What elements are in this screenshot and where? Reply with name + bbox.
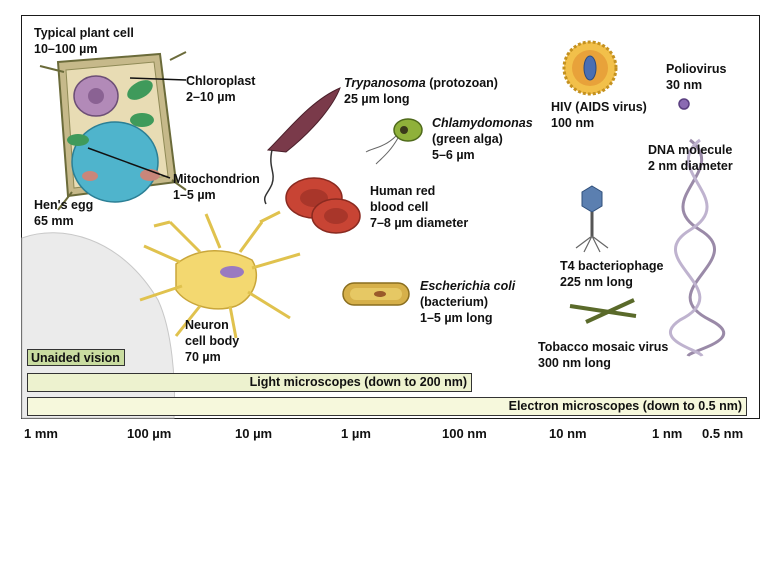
unaided-vision-bar: Unaided vision xyxy=(27,349,125,366)
dna-size: 2 nm diameter xyxy=(648,159,733,173)
trypanosoma-type: (protozoan) xyxy=(425,76,498,90)
rbc-line1: Human red xyxy=(370,184,436,198)
scale-label: 1 µm xyxy=(341,426,371,441)
hiv-size: 100 nm xyxy=(551,116,595,130)
scale-label: 0.5 nm xyxy=(702,426,744,441)
chloroplast-title: Chloroplast xyxy=(186,74,256,88)
mitochondrion-size: 1–5 µm xyxy=(173,188,216,202)
ecoli-type: (bacterium) xyxy=(420,295,489,309)
scale-label: 10 µm xyxy=(235,426,273,441)
t4-size: 225 nm long xyxy=(560,275,633,289)
trypanosoma-illustration xyxy=(263,87,341,205)
ecoli-size: 1–5 µm long xyxy=(420,311,493,325)
hiv-illustration xyxy=(562,40,618,96)
hens-egg-size: 65 mm xyxy=(34,214,74,228)
plant-cell-size: 10–100 µm xyxy=(34,42,98,56)
scale-label: 1 nm xyxy=(652,426,683,441)
dna-title: DNA molecule xyxy=(648,143,733,157)
poliovirus-illustration xyxy=(678,98,690,110)
neuron-size: 70 µm xyxy=(185,350,221,364)
trypanosoma-size: 25 µm long xyxy=(344,92,410,106)
scale-label: 100 µm xyxy=(127,426,172,441)
neuron-illustration xyxy=(139,210,301,339)
chlamydomonas-name: Chlamydomonas xyxy=(432,116,533,130)
plant-cell-illustration xyxy=(39,51,187,211)
t4-title: T4 bacteriophage xyxy=(560,259,664,273)
plant-cell-title: Typical plant cell xyxy=(34,26,134,40)
rbc-line2: blood cell xyxy=(370,200,429,214)
tmv-illustration xyxy=(569,298,637,324)
dna-illustration xyxy=(669,138,726,358)
red-blood-cells-illustration xyxy=(285,177,361,234)
light-microscopes-label: Light microscopes (down to 200 nm) xyxy=(249,375,467,389)
trypanosoma-name: Trypanosoma xyxy=(344,76,426,90)
neuron-line2: cell body xyxy=(185,334,240,348)
ecoli-illustration xyxy=(342,282,410,306)
electron-microscopes-label: Electron microscopes (down to 0.5 nm) xyxy=(508,399,742,413)
scale-label: 100 nm xyxy=(442,426,487,441)
trypanosoma-label: Trypanosoma (protozoan) xyxy=(344,76,498,91)
rbc-size: 7–8 µm diameter xyxy=(370,216,469,230)
scale-label: 1 mm xyxy=(24,426,58,441)
chlamydomonas-size: 5–6 µm xyxy=(432,148,475,162)
chlamydomonas-type: (green alga) xyxy=(432,132,503,146)
chloroplast-size: 2–10 µm xyxy=(186,90,236,104)
poliovirus-title: Poliovirus xyxy=(666,62,727,76)
electron-microscopes-bar: Electron microscopes (down to 0.5 nm) xyxy=(27,397,747,416)
t4-bacteriophage-illustration xyxy=(575,185,609,253)
scale-label: 10 nm xyxy=(549,426,587,441)
chlamydomonas-illustration xyxy=(365,118,423,165)
poliovirus-size: 30 nm xyxy=(666,78,703,92)
neuron-line1: Neuron xyxy=(185,318,229,332)
mitochondrion-title: Mitochondrion xyxy=(173,172,260,186)
hens-egg-title: Hen's egg xyxy=(34,198,94,212)
tmv-size: 300 nm long xyxy=(538,356,611,370)
ecoli-name: Escherichia coli xyxy=(420,279,516,293)
light-microscopes-bar: Light microscopes (down to 200 nm) xyxy=(27,373,472,392)
tmv-title: Tobacco mosaic virus xyxy=(538,340,669,354)
hiv-title: HIV (AIDS virus) xyxy=(551,100,647,114)
